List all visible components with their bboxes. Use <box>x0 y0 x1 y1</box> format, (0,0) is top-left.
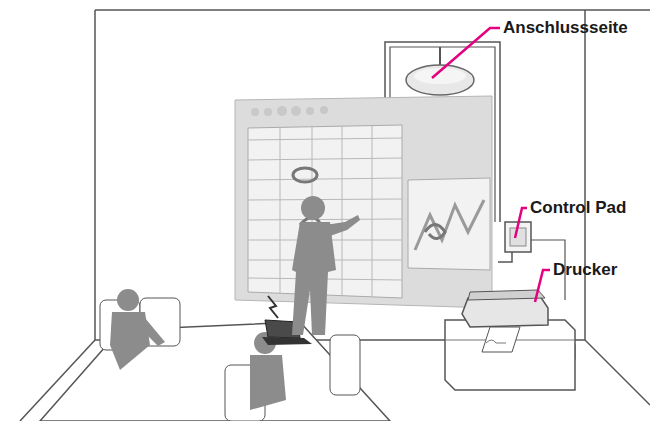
meeting-table <box>40 322 390 421</box>
callout-label: Drucker <box>553 260 617 280</box>
toolbar-icon <box>264 108 272 116</box>
back-wall <box>0 10 650 421</box>
chair <box>330 335 360 395</box>
chart-line <box>415 200 484 250</box>
wall-edge <box>95 9 650 11</box>
paper-content <box>486 340 506 343</box>
printed-paper <box>482 327 520 352</box>
grid-line <box>280 127 281 293</box>
control-pad-screen <box>510 228 526 246</box>
printer-scanner-lid <box>468 290 545 300</box>
person-arm <box>140 318 165 346</box>
person-head <box>117 289 139 311</box>
chart-panel <box>408 178 490 270</box>
presenter <box>292 196 360 335</box>
pad-cable <box>498 252 512 262</box>
toolbar-icon <box>251 108 259 116</box>
person-head <box>301 196 325 220</box>
seated-person <box>110 289 165 370</box>
floor-edge <box>585 340 650 405</box>
projected-screen <box>235 96 492 308</box>
wall-edge <box>94 10 96 340</box>
toolbar-icon <box>277 106 287 116</box>
wireless-signal <box>268 296 278 318</box>
grid-line <box>248 219 402 220</box>
laptop-base <box>262 337 312 345</box>
toolbar-icons <box>251 106 328 116</box>
toolbar-icon <box>291 106 301 116</box>
leader-line <box>535 270 550 302</box>
person-arm <box>325 215 360 236</box>
side-table <box>445 320 575 390</box>
person-body <box>250 355 286 410</box>
toolbar-icon <box>306 107 314 115</box>
toolbar-icon <box>320 106 328 114</box>
person-body <box>292 222 336 335</box>
grid-line <box>248 138 402 140</box>
wall-corner <box>584 10 586 340</box>
annotation-scribble <box>425 225 445 239</box>
grid-line <box>248 199 402 200</box>
annotation-scribble <box>293 168 317 182</box>
grid-line <box>372 126 373 297</box>
grid-line <box>342 126 343 295</box>
grid-line <box>248 158 402 160</box>
callout-label: Control Pad <box>530 198 626 218</box>
leader-line <box>515 208 527 238</box>
leader-line <box>432 28 500 78</box>
grid-line <box>248 178 402 180</box>
callout-label: Anschlussseite <box>503 18 628 38</box>
